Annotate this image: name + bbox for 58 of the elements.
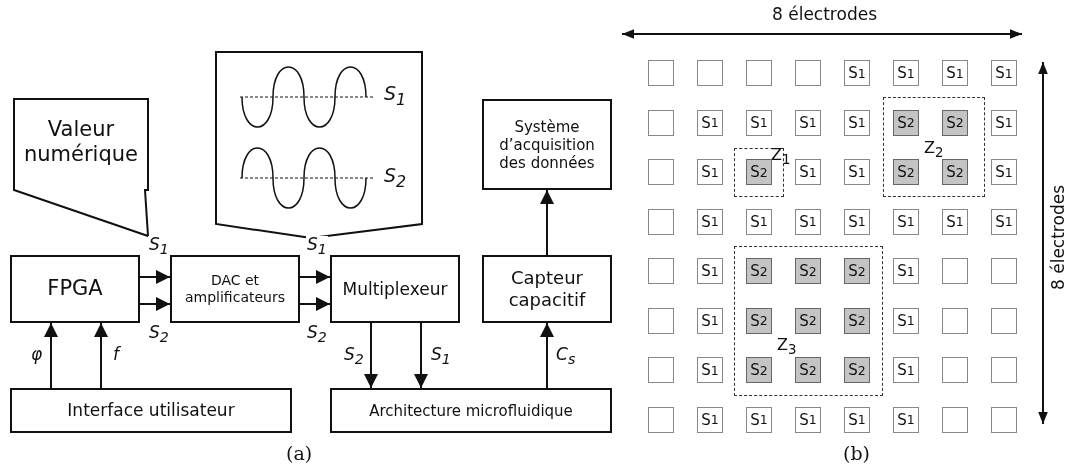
dimension-label: 8 électrodes <box>772 6 877 23</box>
electrode-pad <box>942 406 968 433</box>
callout-box <box>14 99 148 236</box>
arrow <box>364 322 378 389</box>
electrode-pad <box>648 109 674 136</box>
edge-label: S$_{2}$ <box>306 324 328 345</box>
edge-label: C$_{s}$ <box>555 346 577 367</box>
process-box: Système d’acquisition des données <box>482 99 612 190</box>
edge-label: f <box>112 346 120 363</box>
arrow <box>414 322 428 389</box>
arrow <box>139 270 171 284</box>
signal-label: S$_{1}$ <box>384 84 407 108</box>
electrode-pad <box>697 60 723 86</box>
electrode-pad <box>991 307 1017 334</box>
zone-label: Z$_{3}$ <box>777 337 797 357</box>
electrode-pad <box>746 60 772 86</box>
electrode-pad <box>991 357 1017 383</box>
process-box: Interface utilisateur <box>10 388 292 433</box>
electrode-pad <box>648 60 674 86</box>
arrow <box>299 297 331 311</box>
process-box: Multiplexeur <box>330 255 460 323</box>
process-box: DAC et amplificateurs <box>170 255 300 323</box>
process-box: Capteur capacitif <box>482 255 612 323</box>
electrode-pad <box>991 258 1017 284</box>
electrode-pad <box>942 307 968 334</box>
electrode-pad <box>942 357 968 383</box>
edge-label: S$_{1}$ <box>148 236 170 257</box>
arrow <box>139 297 171 311</box>
dimension-label: 8 électrodes <box>1050 185 1067 290</box>
edge-label: S$_{2}$ <box>343 346 365 367</box>
zone-outline <box>734 246 883 396</box>
callout-box <box>216 52 422 238</box>
arrow <box>299 270 331 284</box>
arrow <box>94 322 108 389</box>
electrode-pad <box>648 357 674 383</box>
electrode-pad <box>648 307 674 334</box>
electrode-pad <box>795 60 821 86</box>
edge-label: S$_{1}$ <box>430 346 452 367</box>
signal-label: S$_{2}$ <box>384 166 407 190</box>
electrode-pad <box>648 208 674 235</box>
arrow <box>540 189 554 256</box>
edge-label: S$_{1}$ <box>306 236 328 257</box>
process-box: FPGA <box>10 255 140 323</box>
electrode-pad <box>991 406 1017 433</box>
panel-label: (b) <box>843 444 870 463</box>
electrode-pad <box>648 258 674 284</box>
arrow <box>44 322 58 389</box>
electrode-pad <box>942 258 968 284</box>
zone-label: Z$_{2}$ <box>924 140 944 160</box>
process-box: Architecture microfluidique <box>330 388 612 433</box>
zone-outline <box>883 97 985 197</box>
callout-text: Valeur numérique <box>23 117 139 168</box>
electrode-pad <box>648 159 674 185</box>
electrode-pad <box>648 406 674 433</box>
panel-label: (a) <box>286 444 313 463</box>
zone-label: Z$_{1}$ <box>771 147 791 167</box>
edge-label: S$_{2}$ <box>148 324 170 345</box>
arrow <box>540 322 554 389</box>
